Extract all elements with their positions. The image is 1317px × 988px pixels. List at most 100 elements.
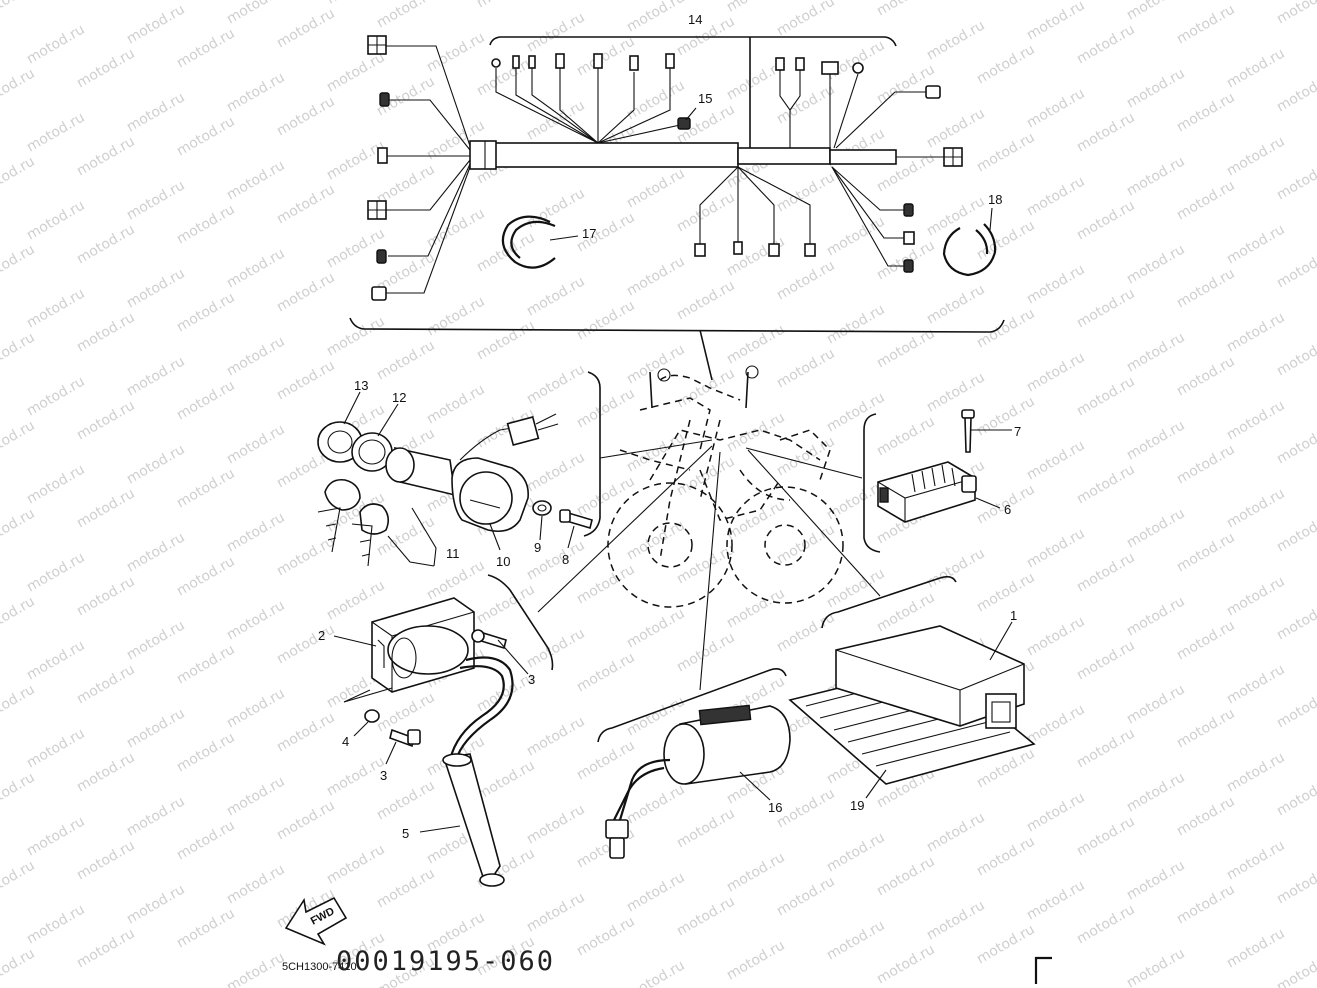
watermark-text: motod.ru	[74, 133, 138, 179]
watermark-text: motod.ru	[1274, 773, 1317, 819]
watermark-text: motod.ru	[0, 153, 38, 199]
cdi-unit	[788, 575, 1036, 799]
watermark-text: motod.ru	[924, 545, 988, 591]
watermark-text: motod.ru	[824, 37, 888, 83]
watermark-text: motod.ru	[1224, 661, 1288, 707]
watermark-text: motod.ru	[474, 317, 538, 363]
watermark-text: motod.ru	[124, 177, 188, 223]
main-switch-assembly	[317, 371, 601, 567]
watermark-text: motod.ru	[574, 297, 638, 343]
callout-15: 15	[698, 91, 712, 106]
watermark-text: motod.ru	[724, 409, 788, 455]
watermark-text: motod.ru	[124, 705, 188, 751]
watermark-text: motod.ru	[1274, 245, 1317, 291]
watermark-text: motod.ru	[1074, 285, 1138, 331]
watermark-text: motod.ru	[1124, 505, 1188, 551]
watermark-text: motod.ru	[1024, 349, 1088, 395]
watermark-text: motod.ru	[224, 949, 288, 988]
watermark-text: motod.ru	[224, 333, 288, 379]
callout-6: 6	[1004, 502, 1011, 517]
watermark-text: motod.ru	[274, 93, 338, 139]
watermark-text: motod.ru	[324, 753, 388, 799]
watermark-text: motod.ru	[24, 373, 88, 419]
watermark-text: motod.ru	[974, 833, 1038, 879]
watermark-text: motod.ru	[24, 549, 88, 595]
watermark-text: motod.ru	[324, 225, 388, 271]
watermark-text: motod.ru	[174, 289, 238, 335]
watermark-text: motod.ru	[1024, 789, 1088, 835]
watermark-text: motod.ru	[924, 281, 988, 327]
watermark-text: motod.ru	[224, 421, 288, 467]
watermark-text: motod.ru	[1124, 417, 1188, 463]
watermark-text: motod.ru	[774, 257, 838, 303]
watermark-text: motod.ru	[1224, 221, 1288, 267]
watermark-text: motod.ru	[1274, 69, 1317, 115]
watermark-text: motod.ru	[1224, 573, 1288, 619]
watermark-text: motod.ru	[524, 889, 588, 935]
watermark-text: motod.ru	[0, 505, 38, 551]
watermark-text: motod.ru	[24, 285, 88, 331]
watermark-text: motod.ru	[824, 213, 888, 259]
watermark-text: motod.ru	[174, 25, 238, 71]
watermark-text: motod.ru	[174, 201, 238, 247]
watermark-text: motod.ru	[724, 849, 788, 895]
watermark-text: motod.ru	[824, 389, 888, 435]
watermark-text: motod.ru	[1024, 525, 1088, 571]
watermark-text: motod.ru	[574, 913, 638, 959]
watermark-text: motod.ru	[0, 593, 38, 639]
callout-1: 1	[1010, 608, 1017, 623]
watermark-text: motod.ru	[74, 309, 138, 355]
callout-7: 7	[1014, 424, 1021, 439]
watermark-text: motod.ru	[0, 857, 38, 903]
watermark-text: motod.ru	[24, 901, 88, 947]
watermark-text: motod.ru	[924, 369, 988, 415]
watermark-text: motod.ru	[74, 925, 138, 971]
watermark-text: motod.ru	[524, 97, 588, 143]
watermark-text: motod.ru	[624, 341, 688, 387]
watermark-text: motod.ru	[924, 17, 988, 63]
watermark-text: motod.ru	[1274, 597, 1317, 643]
watermark-text: motod.ru	[1074, 373, 1138, 419]
watermark-text: motod.ru	[274, 181, 338, 227]
watermark-text: motod.ru	[624, 957, 688, 988]
corner-mark	[1034, 956, 1052, 984]
watermark-text: motod.ru	[1124, 681, 1188, 727]
watermark-text: motod.ru	[524, 185, 588, 231]
watermark-text: motod.ru	[374, 337, 438, 383]
footer-code: 5CH1300-7410	[282, 961, 357, 973]
watermark-text: motod.ru	[24, 637, 88, 683]
watermark-text: motod.ru	[1124, 593, 1188, 639]
watermark-text: motod.ru	[474, 53, 538, 99]
watermark-text: motod.ru	[674, 277, 738, 323]
leader-lines	[537, 439, 881, 691]
watermark-text: motod.ru	[574, 473, 638, 519]
watermark-text: motod.ru	[124, 353, 188, 399]
watermark-text: motod.ru	[1074, 813, 1138, 859]
watermark-text: motod.ru	[674, 453, 738, 499]
watermark-text: motod.ru	[974, 393, 1038, 439]
watermark-text: motod.ru	[1274, 949, 1317, 988]
watermark-text: motod.ru	[224, 69, 288, 115]
watermark-text: motod.ru	[274, 269, 338, 315]
watermark-text: motod.ru	[774, 345, 838, 391]
watermark-text: motod.ru	[1224, 397, 1288, 443]
watermark-text: motod.ru	[924, 809, 988, 855]
watermark-text: motod.ru	[74, 573, 138, 619]
watermark-text: motod.ru	[1024, 877, 1088, 923]
watermark-text: motod.ru	[324, 841, 388, 887]
watermark-text: motod.ru	[224, 861, 288, 907]
watermark-text: motod.ru	[224, 0, 288, 27]
watermark-text: motod.ru	[524, 273, 588, 319]
watermark-text: motod.ru	[1174, 529, 1238, 575]
watermark-text: motod.ru	[824, 829, 888, 875]
watermark-text: motod.ru	[1124, 241, 1188, 287]
callout-3b: 3	[380, 768, 387, 783]
watermark-text: motod.ru	[124, 441, 188, 487]
watermark-text: motod.ru	[1124, 329, 1188, 375]
watermark-text: motod.ru	[824, 301, 888, 347]
serial-number: 00019195-060	[336, 946, 555, 977]
callout-12: 12	[392, 390, 406, 405]
watermark-text: motod.ru	[624, 781, 688, 827]
watermark-text: motod.ru	[24, 813, 88, 859]
callout-2: 2	[318, 628, 325, 643]
